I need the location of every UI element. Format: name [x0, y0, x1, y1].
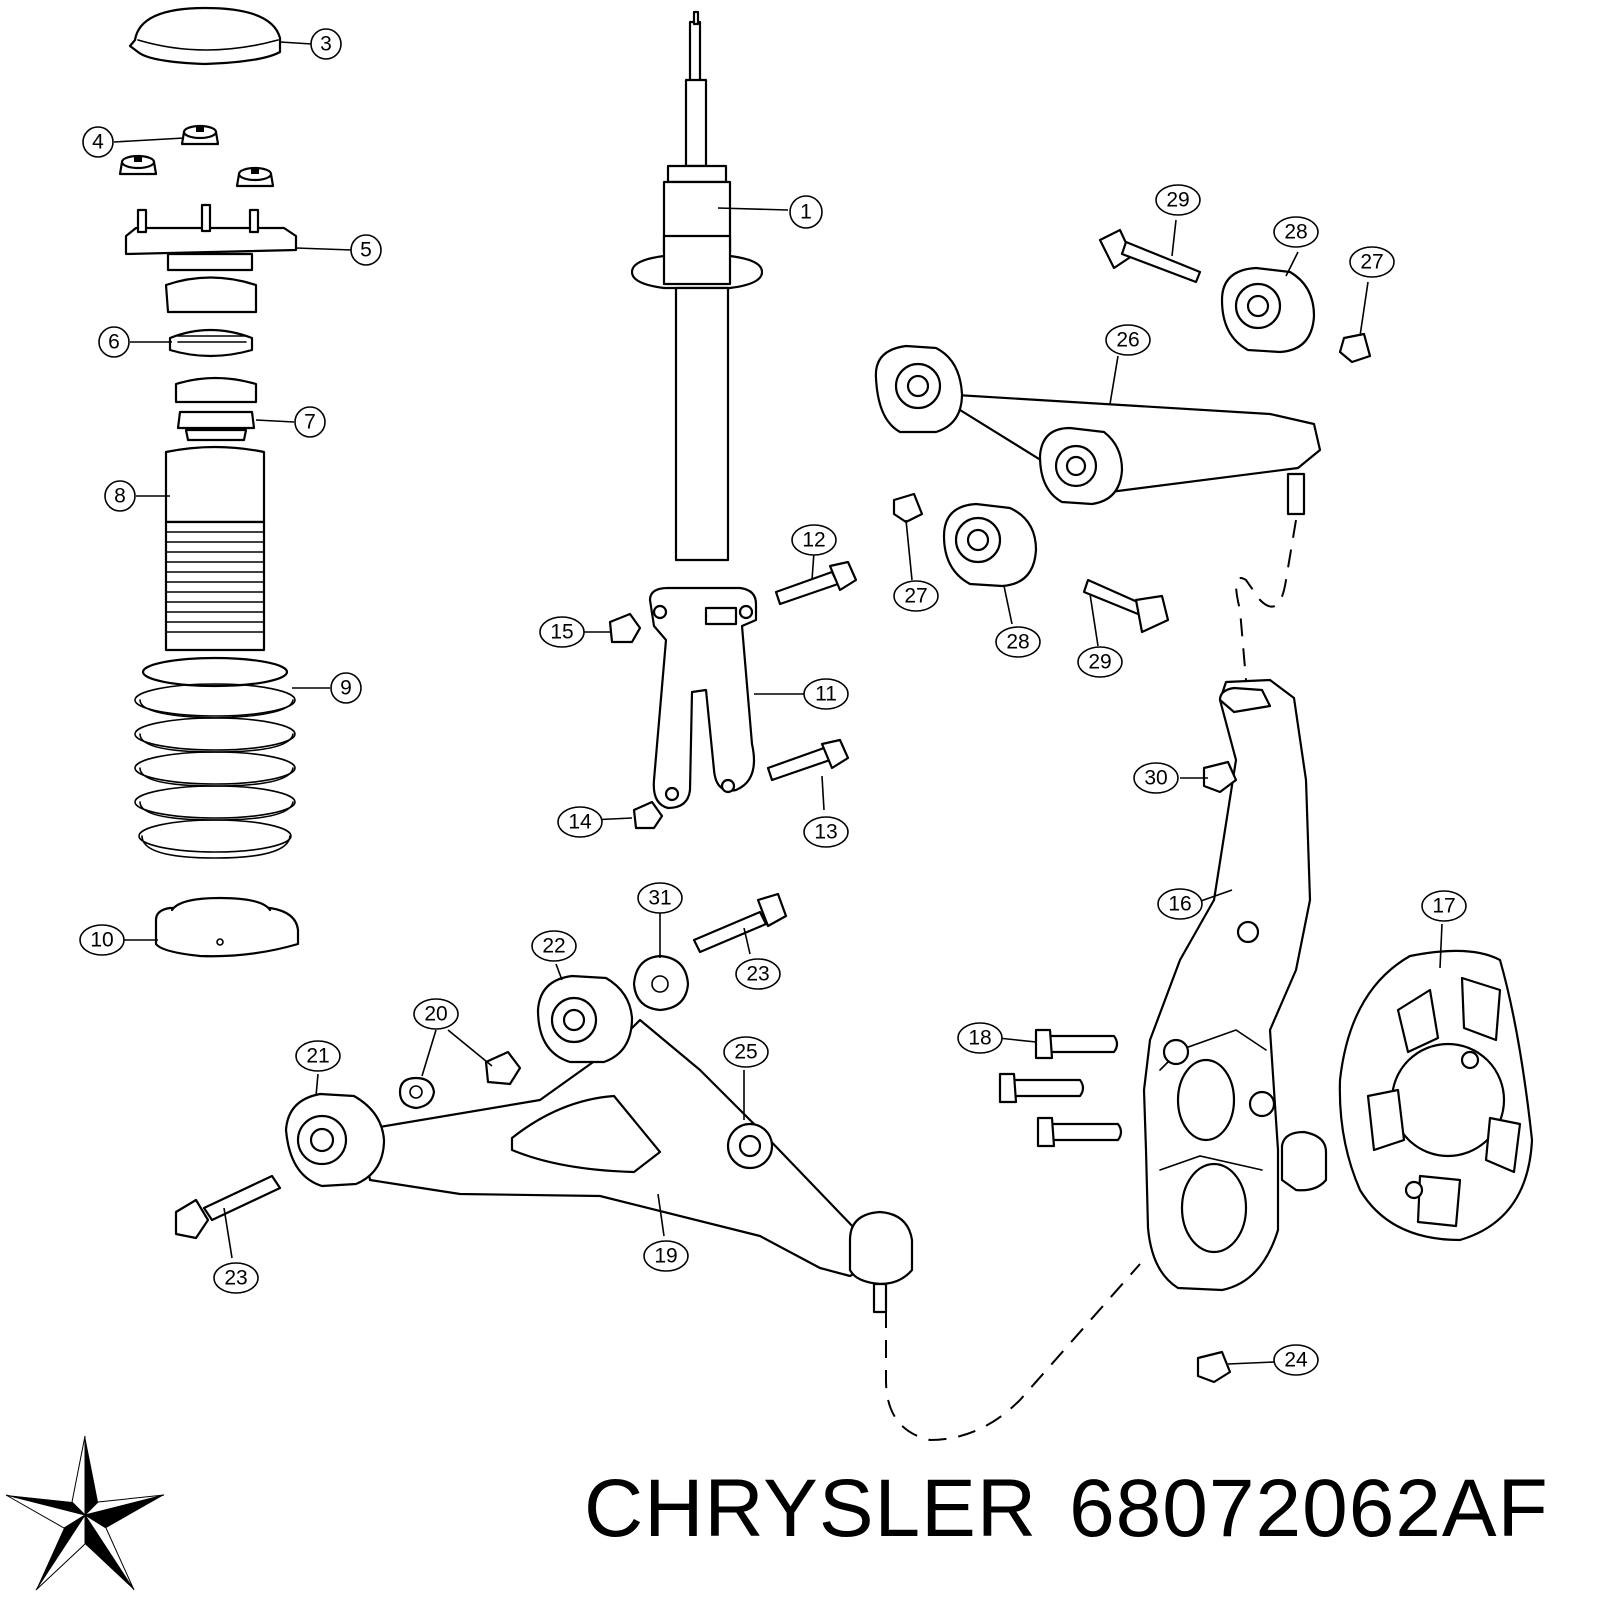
- callout-c15: 15: [539, 616, 585, 648]
- callout-label: 7: [304, 411, 316, 434]
- callout-label: 29: [1166, 189, 1189, 212]
- callout-c12: 12: [791, 524, 837, 556]
- upper-arm-bushings: [942, 266, 1316, 588]
- part-caption: CHRYSLER 68072062AF: [584, 1454, 1581, 1564]
- callout-c27a: 27: [1349, 246, 1395, 278]
- callout-label: 30: [1144, 767, 1167, 790]
- knuckle-bolts: [998, 1028, 1123, 1148]
- callout-label: 10: [90, 929, 113, 952]
- callout-c28a: 28: [1273, 216, 1319, 248]
- callout-label: 19: [654, 1245, 677, 1268]
- callout-label: 11: [815, 683, 837, 706]
- strut-mount-cap: [128, 6, 282, 66]
- mount-nuts: [118, 124, 275, 188]
- callout-c3: 3: [310, 28, 342, 60]
- callout-c14: 14: [557, 806, 603, 838]
- callout-c16: 16: [1157, 888, 1203, 920]
- callout-label: 29: [1088, 651, 1111, 674]
- lower-spring-isolator: [154, 896, 300, 958]
- upper-arm-knuckle-dash: [1235, 519, 1297, 681]
- callout-label: 15: [550, 621, 573, 644]
- dust-boot: [164, 445, 266, 652]
- callout-c21: 21: [295, 1040, 341, 1072]
- callout-label: 23: [746, 963, 769, 986]
- callout-c11: 11: [803, 678, 849, 710]
- callout-c10: 10: [79, 924, 125, 956]
- upper-arm-cam-bolts: [1082, 228, 1202, 634]
- steering-knuckle: [1142, 678, 1328, 1292]
- callout-label: 4: [92, 131, 104, 154]
- callout-c28b: 28: [995, 626, 1041, 658]
- callout-c13: 13: [803, 816, 849, 848]
- callout-label: 27: [904, 585, 927, 608]
- callout-c23b: 23: [213, 1262, 259, 1294]
- callout-c29a: 29: [1155, 184, 1201, 216]
- callout-label: 12: [802, 529, 825, 552]
- clevis-bolts: [766, 560, 858, 782]
- callout-c1: 1: [789, 195, 823, 229]
- callout-label: 17: [1432, 895, 1455, 918]
- callout-label: 23: [224, 1267, 247, 1290]
- callout-c31: 31: [637, 882, 683, 914]
- clevis-bracket: [648, 586, 758, 810]
- callout-label: 25: [734, 1041, 757, 1064]
- callout-label: 16: [1168, 893, 1191, 916]
- lower-arm-fasteners: [174, 892, 788, 1240]
- callout-c29b: 29: [1077, 646, 1123, 678]
- callout-label: 8: [114, 485, 126, 508]
- callout-leaders: [113, 41, 1443, 1365]
- callout-label: 5: [360, 239, 372, 262]
- jounce-bumper-seat: [174, 376, 258, 442]
- callout-label: 14: [568, 811, 592, 834]
- coil-spring: [134, 656, 296, 859]
- callout-c5: 5: [350, 234, 382, 266]
- callout-c7: 7: [294, 406, 326, 438]
- upper-strut-mount: [124, 203, 298, 314]
- callout-label: 18: [968, 1027, 991, 1050]
- callout-c25: 25: [723, 1036, 769, 1068]
- dust-shield: [1338, 949, 1534, 1242]
- callout-label: 31: [648, 887, 671, 910]
- callout-label: 24: [1284, 1349, 1308, 1372]
- brand-name: CHRYSLER: [584, 1463, 1038, 1554]
- upper-control-arm: [874, 344, 1322, 516]
- shock-absorber: [630, 10, 764, 562]
- callout-c24: 24: [1273, 1344, 1319, 1376]
- callout-label: 21: [306, 1045, 329, 1068]
- callout-label: 27: [1360, 251, 1383, 274]
- lower-balljoint-dash: [885, 1263, 1141, 1442]
- callout-c27b: 27: [893, 580, 939, 612]
- callout-label: 13: [814, 821, 837, 844]
- callout-c17: 17: [1421, 890, 1467, 922]
- callout-c23a: 23: [735, 958, 781, 990]
- callout-label: 28: [1006, 631, 1029, 654]
- callout-label: 20: [424, 1003, 447, 1026]
- lower-control-arm: [284, 974, 914, 1314]
- callout-c6: 6: [98, 326, 130, 358]
- callout-label: 6: [108, 331, 120, 354]
- callout-c26: 26: [1105, 324, 1151, 356]
- callout-c9: 9: [330, 672, 362, 704]
- callout-c30: 30: [1133, 762, 1179, 794]
- callout-label: 1: [800, 201, 812, 224]
- callout-c22: 22: [531, 930, 577, 962]
- callout-label: 9: [340, 677, 352, 700]
- callout-c4: 4: [82, 126, 114, 158]
- callout-label: 26: [1116, 329, 1139, 352]
- pentastar-logo-icon: [5, 1435, 165, 1591]
- bearing: [168, 328, 254, 358]
- upper-arm-nuts: [892, 332, 1372, 524]
- callout-c19: 19: [643, 1240, 689, 1272]
- callout-label: 28: [1284, 221, 1307, 244]
- callout-c20: 20: [413, 998, 459, 1030]
- clevis-nuts: [608, 612, 664, 830]
- callout-label: 22: [542, 935, 565, 958]
- knuckle-nuts: [1196, 760, 1238, 1384]
- callout-c8: 8: [104, 480, 136, 512]
- callout-label: 3: [320, 33, 332, 56]
- part-number: 68072062AF: [1069, 1463, 1549, 1554]
- callout-c18: 18: [957, 1022, 1003, 1054]
